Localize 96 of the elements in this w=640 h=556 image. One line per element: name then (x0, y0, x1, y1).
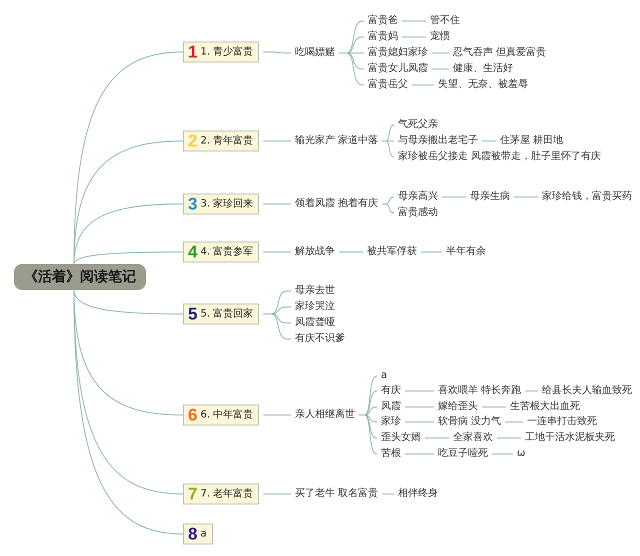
connector-line (482, 406, 506, 408)
topic-text: 失望、无奈、被羞辱 (438, 79, 528, 91)
branch-box (183, 524, 213, 544)
connector-line (432, 68, 450, 70)
connector-line (338, 52, 364, 86)
connector-line (262, 314, 292, 340)
branch-title: a (200, 528, 207, 540)
topic-text: 母亲去世 (295, 285, 335, 297)
connector-line (74, 252, 184, 264)
topic-text: 宠惯 (430, 31, 450, 43)
central-topic: 《活着》阅读笔记 (14, 264, 146, 290)
topic-text: 被共军俘获 (367, 246, 417, 258)
connector-line (404, 390, 434, 392)
branch-number: 7 (188, 486, 198, 502)
topic-text: 吃喝嫖赌 (295, 47, 335, 59)
connector-line (74, 290, 184, 534)
connector-line (74, 204, 184, 264)
connector-line (412, 84, 434, 86)
topic-text: 有庆不识爹 (295, 333, 345, 345)
branch-title: 3. 家珍回来 (200, 198, 254, 210)
topic-text: 与母亲搬出老宅子 (398, 135, 478, 147)
topic-text: 嫁给歪头 (438, 401, 478, 413)
topic-text: 亲人相继离世 (295, 409, 355, 421)
topic-text: 有庆 (381, 385, 401, 397)
topic-text: 富贵感动 (398, 207, 438, 219)
topic-text: ω (517, 448, 526, 460)
connector-line (382, 204, 394, 214)
branch-number: 6 (188, 406, 198, 424)
branch-box (183, 304, 260, 324)
topic-text: 家珍哭泣 (295, 301, 335, 313)
branch-number: 2 (188, 132, 198, 150)
topic-text: 母亲高兴 (398, 191, 438, 203)
topic-text: 工地干活水泥板夹死 (525, 432, 615, 444)
connector-line (404, 406, 434, 408)
branch-box (183, 42, 260, 62)
topic-text: 相伴终身 (398, 488, 438, 500)
topic-text: a (381, 370, 388, 382)
connector-line (402, 36, 426, 38)
topic-text: 歪头女婿 (381, 432, 421, 444)
topic-text: 凤霞聋哑 (295, 317, 335, 329)
branch-box (183, 130, 260, 152)
connector-line (262, 52, 292, 54)
connector-line (382, 140, 394, 158)
connector-line (262, 414, 292, 416)
branch-title: 2. 青年富贵 (200, 135, 254, 147)
branch-box (183, 484, 260, 504)
topic-text: 忍气吞声 但真爱富贵 (453, 47, 546, 59)
topic-text: 领着凤霞 抱着有庆 (295, 198, 378, 210)
topic-text: 吃豆子噎死 (438, 448, 488, 460)
connector-line (402, 20, 426, 22)
topic-text: 软骨病 没力气 (438, 416, 502, 428)
topic-text: 苦根 (381, 448, 401, 460)
connector-line (74, 290, 184, 314)
branch-title: 5. 富贵回家 (200, 308, 254, 320)
branch-number: 5 (188, 306, 198, 322)
branch-title: 1. 青少富贵 (200, 46, 254, 58)
topic-text: 家珍被岳父接走 凤霞被带走，肚子里怀了有庆 (398, 151, 602, 163)
connector-line (482, 140, 496, 142)
connector-line (442, 196, 466, 198)
topic-text: 母亲生病 (470, 191, 510, 203)
topic-text: 买了老牛 取名富贵 (295, 488, 378, 500)
branch-number: 3 (188, 196, 198, 212)
branch-number: 4 (188, 244, 198, 260)
branch-number: 1 (188, 44, 198, 60)
topic-text: 管不住 (430, 15, 460, 27)
topic-text: 富贵女儿凤霞 (368, 63, 428, 75)
topic-text: 解放战争 (295, 246, 335, 258)
connector-line (514, 196, 538, 198)
branch-box (183, 242, 260, 262)
connector-line (524, 390, 538, 392)
topic-text: 喜欢喂羊 特长奔跑 (438, 385, 522, 397)
branch-title: 4. 富贵参军 (200, 246, 254, 258)
topic-text: 全家喜欢 (453, 432, 493, 444)
branch-title: 6. 中年富贵 (200, 409, 254, 421)
topic-text: 富贵爸 (368, 15, 398, 27)
branch-number: 8 (188, 526, 198, 542)
topic-text: 输光家产 家道中落 (295, 135, 378, 147)
topic-text: 住茅屋 耕田地 (500, 135, 564, 147)
topic-text: 家珍 (381, 416, 401, 428)
topic-text: 富贵岳父 (368, 79, 408, 91)
topic-text: 凤霞 (381, 401, 401, 413)
topic-text: 生苦根大出血死 (510, 401, 580, 413)
topic-text: 给县长夫人输血致死 (542, 385, 632, 397)
connector-line (262, 140, 292, 142)
topic-text: 富贵妈 (368, 31, 398, 43)
topic-text: 健康、生活好 (453, 63, 513, 75)
branch-box (183, 404, 260, 426)
topic-text: 一连串打击致死 (527, 416, 597, 428)
connector-line (358, 414, 378, 454)
topic-text: 半年有余 (446, 246, 486, 258)
branch-title: 7. 老年富贵 (200, 488, 254, 500)
connector-line (432, 52, 450, 54)
topic-text: 气死父亲 (398, 119, 438, 131)
topic-text: 富贵媳妇家珍 (368, 47, 428, 59)
branch-box (183, 194, 260, 214)
topic-text: 家珍给钱，富贵买药 (542, 191, 632, 203)
